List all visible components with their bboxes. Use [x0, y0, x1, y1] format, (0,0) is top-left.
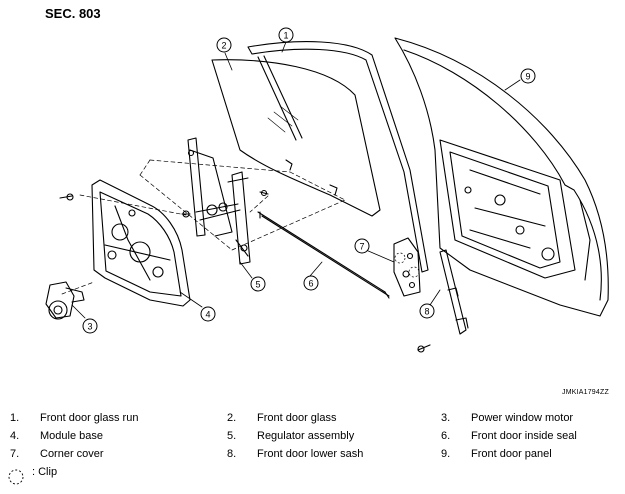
callout-8: 8 [419, 303, 435, 319]
legend-label: Front door glass [257, 412, 337, 424]
legend-number: 2. [227, 412, 237, 424]
legend-label: Regulator assembly [257, 430, 355, 442]
legend-label: Front door glass run [40, 412, 139, 424]
callout-7: 7 [354, 238, 370, 254]
clip-markers [394, 252, 420, 278]
callout-2: 2 [216, 37, 232, 53]
lower-sash-part [439, 249, 469, 335]
door-panel-part [394, 37, 609, 317]
callout-2-label: 2 [221, 41, 226, 51]
inside-seal-part [257, 211, 390, 299]
callout-4-label: 4 [205, 310, 210, 320]
callout-3-label: 3 [87, 322, 92, 332]
section-title: SEC. 803 [45, 6, 101, 21]
power-window-motor-part [45, 281, 85, 320]
regulator-assembly-part [187, 137, 251, 265]
callout-9: 9 [520, 68, 536, 84]
legend-number: 1. [10, 412, 20, 424]
alignment-lines [61, 159, 346, 295]
corner-cover-part [393, 237, 421, 297]
callout-5-label: 5 [255, 280, 260, 290]
module-base-part [91, 179, 191, 307]
callout-6-label: 6 [308, 279, 313, 289]
legend-label: Power window motor [471, 412, 574, 424]
callout-9-label: 9 [525, 72, 530, 82]
legend-label: Front door lower sash [257, 448, 364, 460]
clip-symbol-icon [8, 469, 24, 485]
legend-label: Module base [40, 430, 103, 442]
screws [59, 189, 431, 353]
legend-number: 9. [441, 448, 451, 460]
callout-1-label: 1 [283, 31, 288, 41]
legend-label: Front door inside seal [471, 430, 577, 442]
legend-label: Corner cover [40, 448, 104, 460]
callout-1: 1 [278, 27, 294, 43]
exploded-parts-diagram: 1 2 3 4 5 6 7 8 9 [45, 27, 609, 353]
callout-7-label: 7 [359, 242, 364, 252]
legend-number: 7. [10, 448, 20, 460]
legend-number: 6. [441, 430, 451, 442]
callout-4: 4 [200, 306, 216, 322]
callout-8-label: 8 [424, 307, 429, 317]
callout-3: 3 [82, 318, 98, 334]
callout-6: 6 [303, 275, 319, 291]
legend-label: Front door panel [471, 448, 552, 460]
callout-markers: 1 2 3 4 5 6 7 8 9 [82, 27, 536, 334]
legend-number: 4. [10, 430, 20, 442]
glass-run-part [247, 41, 429, 273]
clip-legend-label: : Clip [32, 466, 58, 478]
legend-number: 5. [227, 430, 237, 442]
drawing-code: JMKIA1794ZZ [562, 389, 609, 396]
legend-number: 3. [441, 412, 451, 424]
legend-number: 8. [227, 448, 237, 460]
door-glass-part [211, 59, 381, 217]
callout-5: 5 [250, 276, 266, 292]
